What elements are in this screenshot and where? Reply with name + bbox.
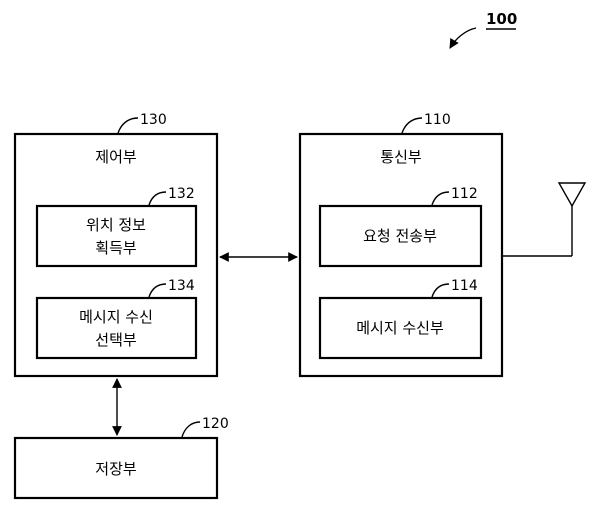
message-select-module-leader	[148, 283, 167, 298]
storage-unit-title: 저장부	[95, 460, 137, 478]
location-module-leader	[148, 191, 167, 206]
storage-unit-ref: 120	[202, 416, 229, 432]
message-select-module-label-line2: 선택부	[95, 331, 137, 349]
message-receive-module-ref: 114	[451, 278, 478, 294]
message-select-module-box	[35, 296, 198, 360]
message-select-module-label-line1: 메시지 수신	[79, 308, 153, 326]
message-receive-module-box	[318, 296, 483, 360]
antenna-icon	[502, 182, 587, 257]
figure-ref-label: 100	[486, 10, 517, 28]
storage-unit-box	[13, 436, 219, 500]
storage-unit-block: 120 저장부	[13, 416, 229, 500]
request-module-box	[318, 204, 483, 268]
request-module-label: 요청 전송부	[363, 227, 437, 245]
comm-unit-block: 110 통신부 112 요청 전송부 114 메시지 수신부	[298, 112, 504, 378]
message-select-module-ref: 134	[168, 278, 195, 294]
location-module-label-line2: 획득부	[95, 239, 137, 257]
location-module-label-line1: 위치 정보	[86, 216, 146, 234]
antenna-head	[557, 182, 587, 208]
location-module-box	[35, 204, 198, 268]
message-receive-module-label: 메시지 수신부	[356, 319, 444, 337]
comm-unit-ref: 110	[424, 112, 451, 128]
message-receive-module-leader	[431, 283, 450, 298]
request-module-ref: 112	[451, 186, 478, 202]
control-unit-leader	[117, 117, 139, 134]
control-unit-ref: 130	[140, 112, 167, 128]
comm-unit-title: 통신부	[380, 148, 422, 166]
request-module-leader	[431, 191, 450, 206]
figure-ref-arrow	[449, 27, 477, 49]
storage-unit-leader	[181, 421, 201, 438]
location-module-ref: 132	[168, 186, 195, 202]
comm-unit-leader	[401, 117, 423, 134]
control-unit-title: 제어부	[95, 148, 137, 166]
control-unit-block: 130 제어부 132 위치 정보 획득부 134 메시지 수신 선택부	[13, 112, 219, 378]
figure-ref-100: 100	[449, 10, 517, 49]
